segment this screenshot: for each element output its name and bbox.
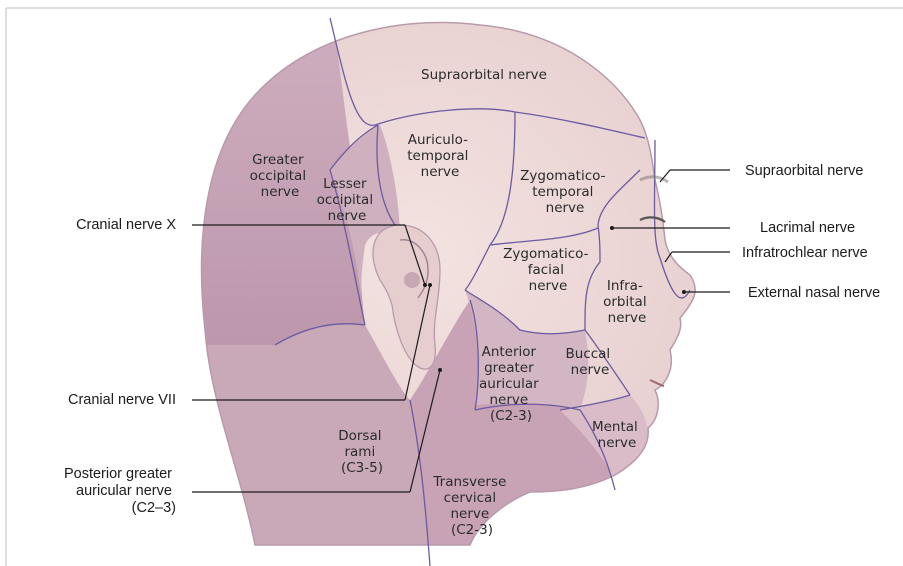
leader-posterior-dot (438, 368, 442, 372)
leader-external-nasal-dot (682, 290, 686, 294)
leader-lacrimal-dot (610, 226, 614, 230)
region-buccal: Buccal nerve (566, 346, 615, 378)
callout-cranial-nerve-vii: Cranial nerve VII (68, 392, 176, 408)
leader-cranial-x-dot (423, 283, 427, 287)
region-dorsal-rami: Dorsal rami (C3-5) (338, 428, 386, 476)
callout-external-nasal-nerve: External nasal nerve (748, 285, 880, 301)
callout-posterior-greater-auricular: Posterior greater auricular nerve (C2–3) (64, 466, 176, 516)
region-mental: Mental nerve (592, 419, 642, 451)
region-infraorbital: Infra- orbital nerve (603, 278, 651, 326)
callout-infratrochlear-nerve: Infratrochlear nerve (742, 245, 868, 261)
region-supraorbital: Supraorbital nerve (421, 67, 547, 83)
leader-cranial-vii-dot (428, 283, 432, 287)
callout-cranial-nerve-x: Cranial nerve X (76, 217, 176, 233)
callout-lacrimal-nerve: Lacrimal nerve (760, 220, 855, 236)
callout-supraorbital-nerve: Supraorbital nerve (745, 163, 864, 179)
